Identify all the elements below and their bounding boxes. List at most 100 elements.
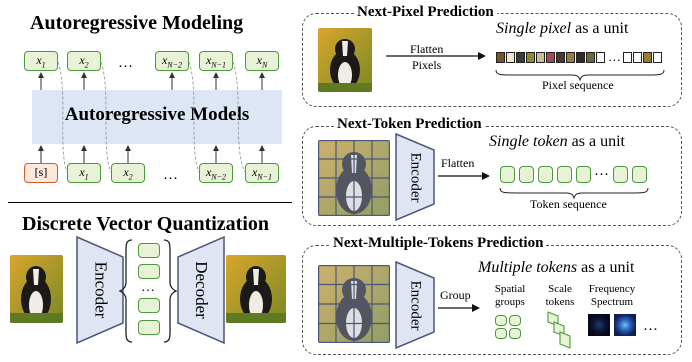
output-token-x2: x2 [67, 51, 101, 71]
dog-image-input [10, 255, 63, 323]
pixel-sequence-brace [495, 69, 665, 82]
flatten-arrow [438, 172, 490, 180]
flatten-label: Flatten [441, 156, 475, 170]
pixel-square [633, 52, 642, 63]
sequence-token [613, 166, 628, 183]
output-token-x1: x1 [24, 51, 58, 71]
next-pixel-title: Next-Pixel Prediction [354, 4, 497, 21]
pixel-sequence: … [496, 49, 663, 65]
spatial-groups-label-2: groups [495, 296, 525, 308]
spatial-groups-label-1: Spatial [494, 283, 526, 295]
next-token-unit-rest: as a unit [567, 133, 625, 150]
section-divider [8, 202, 292, 203]
sequence-token [500, 166, 515, 183]
spatial-group-token [495, 328, 507, 339]
group-arrow [438, 304, 480, 312]
input-token-xN-2: xN−2 [199, 163, 233, 183]
flatten-pixels-arrow [386, 52, 486, 60]
scale-tokens-label-2: tokens [545, 296, 575, 308]
next-token-title: Next-Token Prediction [334, 116, 485, 133]
pixel-square [586, 52, 595, 63]
next-multi-title: Next-Multiple-Tokens Prediction [330, 235, 547, 252]
codebook-token [138, 243, 160, 258]
token-sequence-brace [499, 187, 649, 200]
next-pixel-dog-image [318, 28, 372, 92]
multi-ellipsis: … [643, 318, 658, 334]
next-multi-encoder-label: Encoder [407, 280, 424, 330]
scale-tokens-icon [547, 311, 571, 349]
pixel-square [576, 52, 585, 63]
next-token-unit-italic: Single token [489, 133, 568, 150]
codebook-token [138, 320, 160, 335]
vq-encoder-shape [76, 235, 124, 345]
frequency-spectrum-label-2: Spectrum [590, 296, 634, 308]
next-multi-encoder-shape [395, 260, 435, 350]
next-token-grid-image [318, 140, 390, 216]
spatial-group-token [495, 315, 507, 326]
pixel-square [546, 52, 555, 63]
next-token-panel [302, 126, 682, 226]
dog-image-reconstructed [226, 255, 286, 323]
ar-models-label: Autoregressive Models [64, 104, 250, 125]
next-multi-unit: Multiple tokens as a unit [478, 259, 634, 277]
next-token-encoder-label: Encoder [407, 152, 424, 202]
pixel-square [623, 52, 632, 63]
vq-encoder: Encoder [75, 235, 125, 345]
input-token-x1: x1 [67, 163, 101, 183]
sequence-token [557, 166, 572, 183]
input-token-x2: x2 [111, 163, 145, 183]
codebook-token [138, 264, 160, 279]
pixel-square [536, 52, 545, 63]
bottom-ellipsis: … [163, 167, 178, 183]
next-token-unit: Single token as a unit [489, 133, 625, 151]
ar-title: Autoregressive Modeling [30, 12, 244, 34]
spatial-group-token [509, 315, 521, 326]
pixel-square [566, 52, 575, 63]
scale-tokens-label-1: Scale [548, 283, 572, 295]
frequency-spectrum-icons [588, 314, 636, 336]
output-token-xN-2: xN−2 [155, 51, 189, 71]
vq-title: Discrete Vector Quantization [22, 213, 270, 235]
next-multi-unit-rest: as a unit [577, 259, 635, 276]
ar-arrows [38, 61, 265, 173]
next-multi-grid-image [318, 265, 390, 343]
flatten-pixels-label-2: Pixels [412, 58, 442, 72]
flatten-pixels-label-1: Flatten [410, 42, 444, 56]
output-token-xN: xN [245, 51, 279, 71]
next-token-encoder-shape [395, 132, 435, 222]
pixel-square [556, 52, 565, 63]
input-token-xN-1: xN−1 [245, 163, 279, 183]
token-seq-ellipsis: … [594, 163, 609, 179]
group-label: Group [440, 288, 471, 302]
pixel-square [653, 52, 662, 63]
next-pixel-unit: Single pixel as a unit [496, 20, 628, 38]
pixel-sequence-label: Pixel sequence [542, 78, 614, 92]
sequence-token [538, 166, 553, 183]
spatial-group-token [509, 328, 521, 339]
start-token: [s] [24, 163, 58, 183]
pixel-square [496, 52, 505, 63]
sequence-token [519, 166, 534, 183]
next-multi-encoder: Encoder [394, 260, 436, 350]
pixel-square [643, 52, 652, 63]
pixel-square [506, 52, 515, 63]
next-token-encoder: Encoder [394, 132, 436, 222]
codebook-token [138, 298, 160, 313]
pixel-seq-ellipsis: … [608, 49, 621, 64]
codebook-ellipsis: … [141, 280, 155, 295]
ar-models-band [32, 90, 282, 144]
top-ellipsis: … [118, 55, 133, 71]
next-multi-unit-italic: Multiple tokens [478, 259, 578, 276]
pixel-square [516, 52, 525, 63]
sequence-token [632, 166, 647, 183]
codebook-braces [118, 239, 178, 343]
pixel-square [596, 52, 605, 63]
next-pixel-unit-rest: as a unit [571, 20, 629, 37]
vq-encoder-label: Encoder [91, 261, 111, 319]
frequency-spectrum-label-1: Frequency [588, 283, 636, 295]
next-pixel-unit-italic: Single pixel [496, 20, 572, 37]
token-sequence-label: Token sequence [530, 197, 607, 211]
vq-decoder-label: Decoder [192, 261, 212, 319]
output-token-xN-1: xN−1 [199, 51, 233, 71]
